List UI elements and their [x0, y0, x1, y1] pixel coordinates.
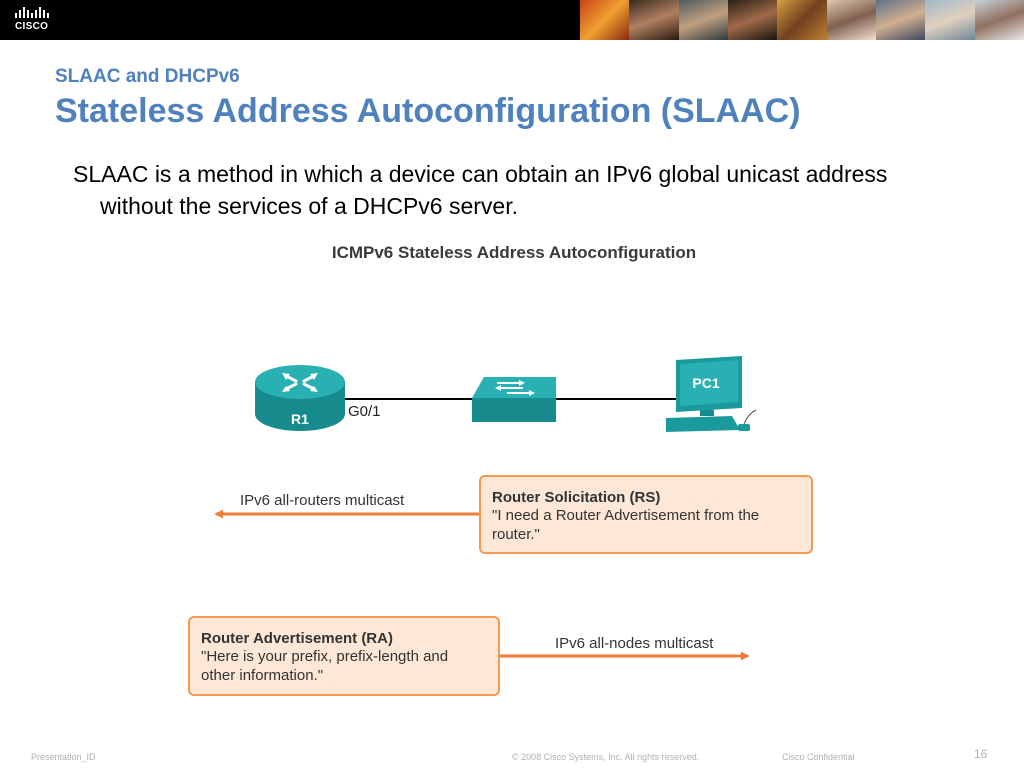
footer-confidential: Cisco Confidential — [782, 752, 855, 762]
rs-arrow-label: IPv6 all-routers multicast — [240, 492, 405, 509]
interface-label: G0/1 — [348, 403, 381, 420]
router-r1-icon — [255, 365, 345, 431]
ra-callout-line2: other information." — [201, 667, 323, 684]
footer-presentation-id: Presentation_ID — [31, 752, 96, 762]
rs-callout-title: Router Solicitation (RS) — [492, 489, 660, 506]
rs-callout-line2: router." — [492, 526, 540, 543]
photo-tile — [826, 0, 876, 40]
cisco-logo: CISCO — [14, 6, 60, 36]
pc-label: PC1 — [692, 375, 719, 391]
header-bar: CISCO — [0, 0, 1024, 40]
cisco-logo-text: CISCO — [15, 21, 49, 32]
photo-tile — [875, 0, 926, 40]
header-photo-strip — [580, 0, 1024, 40]
photo-tile — [925, 0, 975, 40]
slide-eyebrow: SLAAC and DHCPv6 — [55, 66, 240, 87]
photo-tile — [678, 0, 728, 40]
cisco-bridge-icon — [15, 7, 49, 18]
photo-tile — [777, 0, 827, 40]
photo-tile — [629, 0, 679, 40]
diagram-title: ICMPv6 Stateless Address Autoconfigurati… — [332, 243, 696, 262]
ra-arrow-label: IPv6 all-nodes multicast — [555, 635, 714, 652]
switch-icon — [472, 377, 556, 422]
footer-copyright: © 2008 Cisco Systems, Inc. All rights re… — [512, 752, 700, 762]
slide-title: Stateless Address Autoconfiguration (SLA… — [55, 92, 801, 130]
photo-tile — [727, 0, 778, 40]
ra-callout-title: Router Advertisement (RA) — [201, 630, 393, 647]
rs-callout-box — [479, 475, 813, 554]
slide-body-text: SLAAC is a method in which a device can … — [73, 161, 888, 219]
photo-tile — [974, 0, 1024, 40]
router-label: R1 — [291, 411, 309, 427]
pc1-icon — [666, 356, 757, 432]
page-number: 16 — [974, 747, 988, 761]
ra-callout-line1: "Here is your prefix, prefix-length and — [201, 648, 448, 665]
photo-tile — [580, 0, 630, 40]
rs-callout-line1: "I need a Router Advertisement from the — [492, 507, 759, 524]
